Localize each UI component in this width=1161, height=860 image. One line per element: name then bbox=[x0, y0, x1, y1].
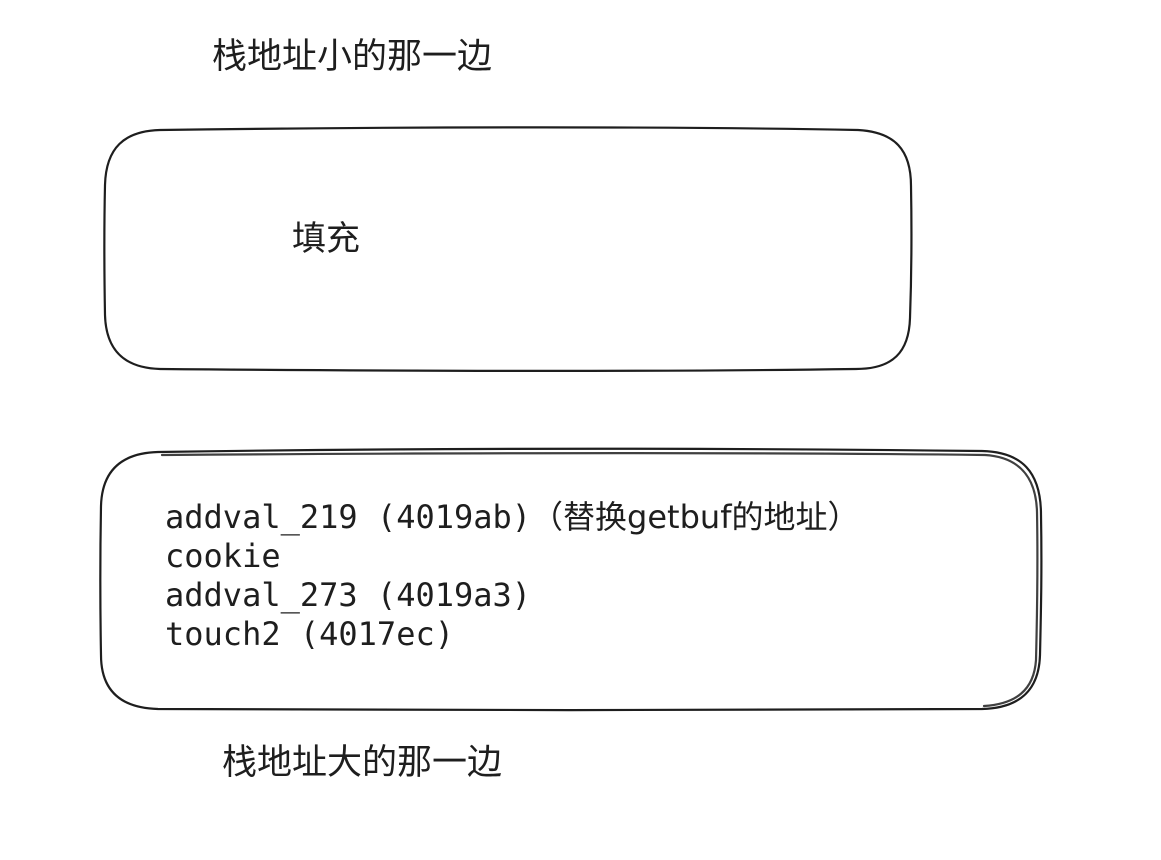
stack-entry: addval_219 (4019ab)（替换getbuf的地址） bbox=[165, 498, 859, 537]
padding-box bbox=[103, 126, 913, 372]
stack-entries-box bbox=[99, 447, 1043, 712]
low-address-label: 栈地址小的那一边 bbox=[212, 37, 493, 77]
stack-entry-code: addval_273 (4019a3) bbox=[165, 576, 532, 614]
stack-entry-code: cookie bbox=[165, 537, 281, 575]
stack-entry-note: （替换getbuf的地址） bbox=[531, 498, 860, 536]
stack-entry: touch2 (4017ec) bbox=[165, 615, 859, 654]
stack-entry: addval_273 (4019a3) bbox=[165, 576, 859, 615]
padding-label: 填充 bbox=[292, 219, 360, 259]
high-address-label: 栈地址大的那一边 bbox=[222, 743, 503, 783]
stack-entry-code: addval_219 (4019ab) bbox=[165, 498, 532, 536]
stack-entry-list: addval_219 (4019ab)（替换getbuf的地址） cookie … bbox=[165, 498, 859, 654]
stack-entry: cookie bbox=[165, 537, 859, 576]
stack-entry-code: touch2 (4017ec) bbox=[165, 615, 454, 653]
